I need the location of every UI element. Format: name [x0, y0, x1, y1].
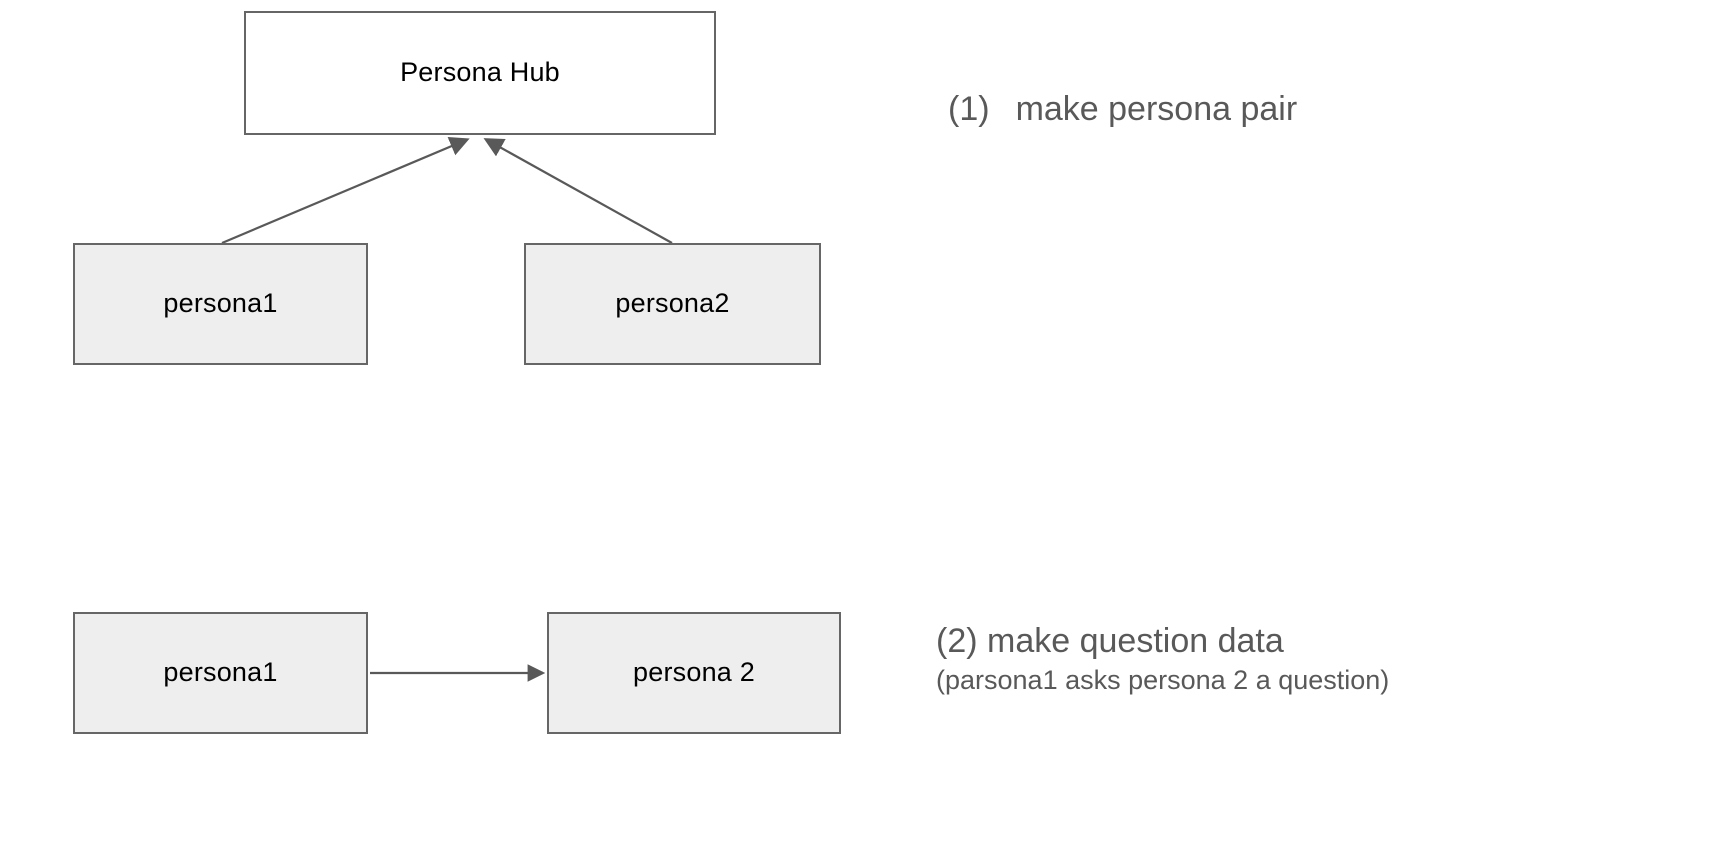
node-top-persona1[interactable]: persona1: [73, 243, 368, 365]
node-top-persona1-label: persona1: [163, 288, 278, 319]
node-bottom-persona2-label: persona 2: [633, 657, 755, 688]
annotation-step-1-text: make persona pair: [1015, 90, 1298, 128]
node-bottom-persona1[interactable]: persona1: [73, 612, 368, 734]
annotation-step-2-sub: (parsona1 asks persona 2 a question): [936, 665, 1390, 695]
node-top-persona2[interactable]: persona2: [524, 243, 821, 365]
node-top-persona2-label: persona2: [615, 288, 730, 319]
edge-persona2-to-hub: [483, 138, 673, 244]
annotation-step-1: (1) make persona pair: [948, 90, 1297, 129]
node-bottom-persona1-label: persona1: [163, 657, 278, 688]
annotation-step-1-number: (1): [948, 90, 990, 128]
node-persona-hub[interactable]: Persona Hub: [244, 11, 716, 135]
node-bottom-persona2[interactable]: persona 2: [547, 612, 841, 734]
annotation-step-2-main: (2) make question data: [936, 622, 1284, 660]
annotation-step-2: (2) make question data (parsona1 asks pe…: [936, 624, 1389, 694]
edge-persona1-to-hub: [221, 137, 470, 245]
node-persona-hub-label: Persona Hub: [400, 57, 560, 88]
